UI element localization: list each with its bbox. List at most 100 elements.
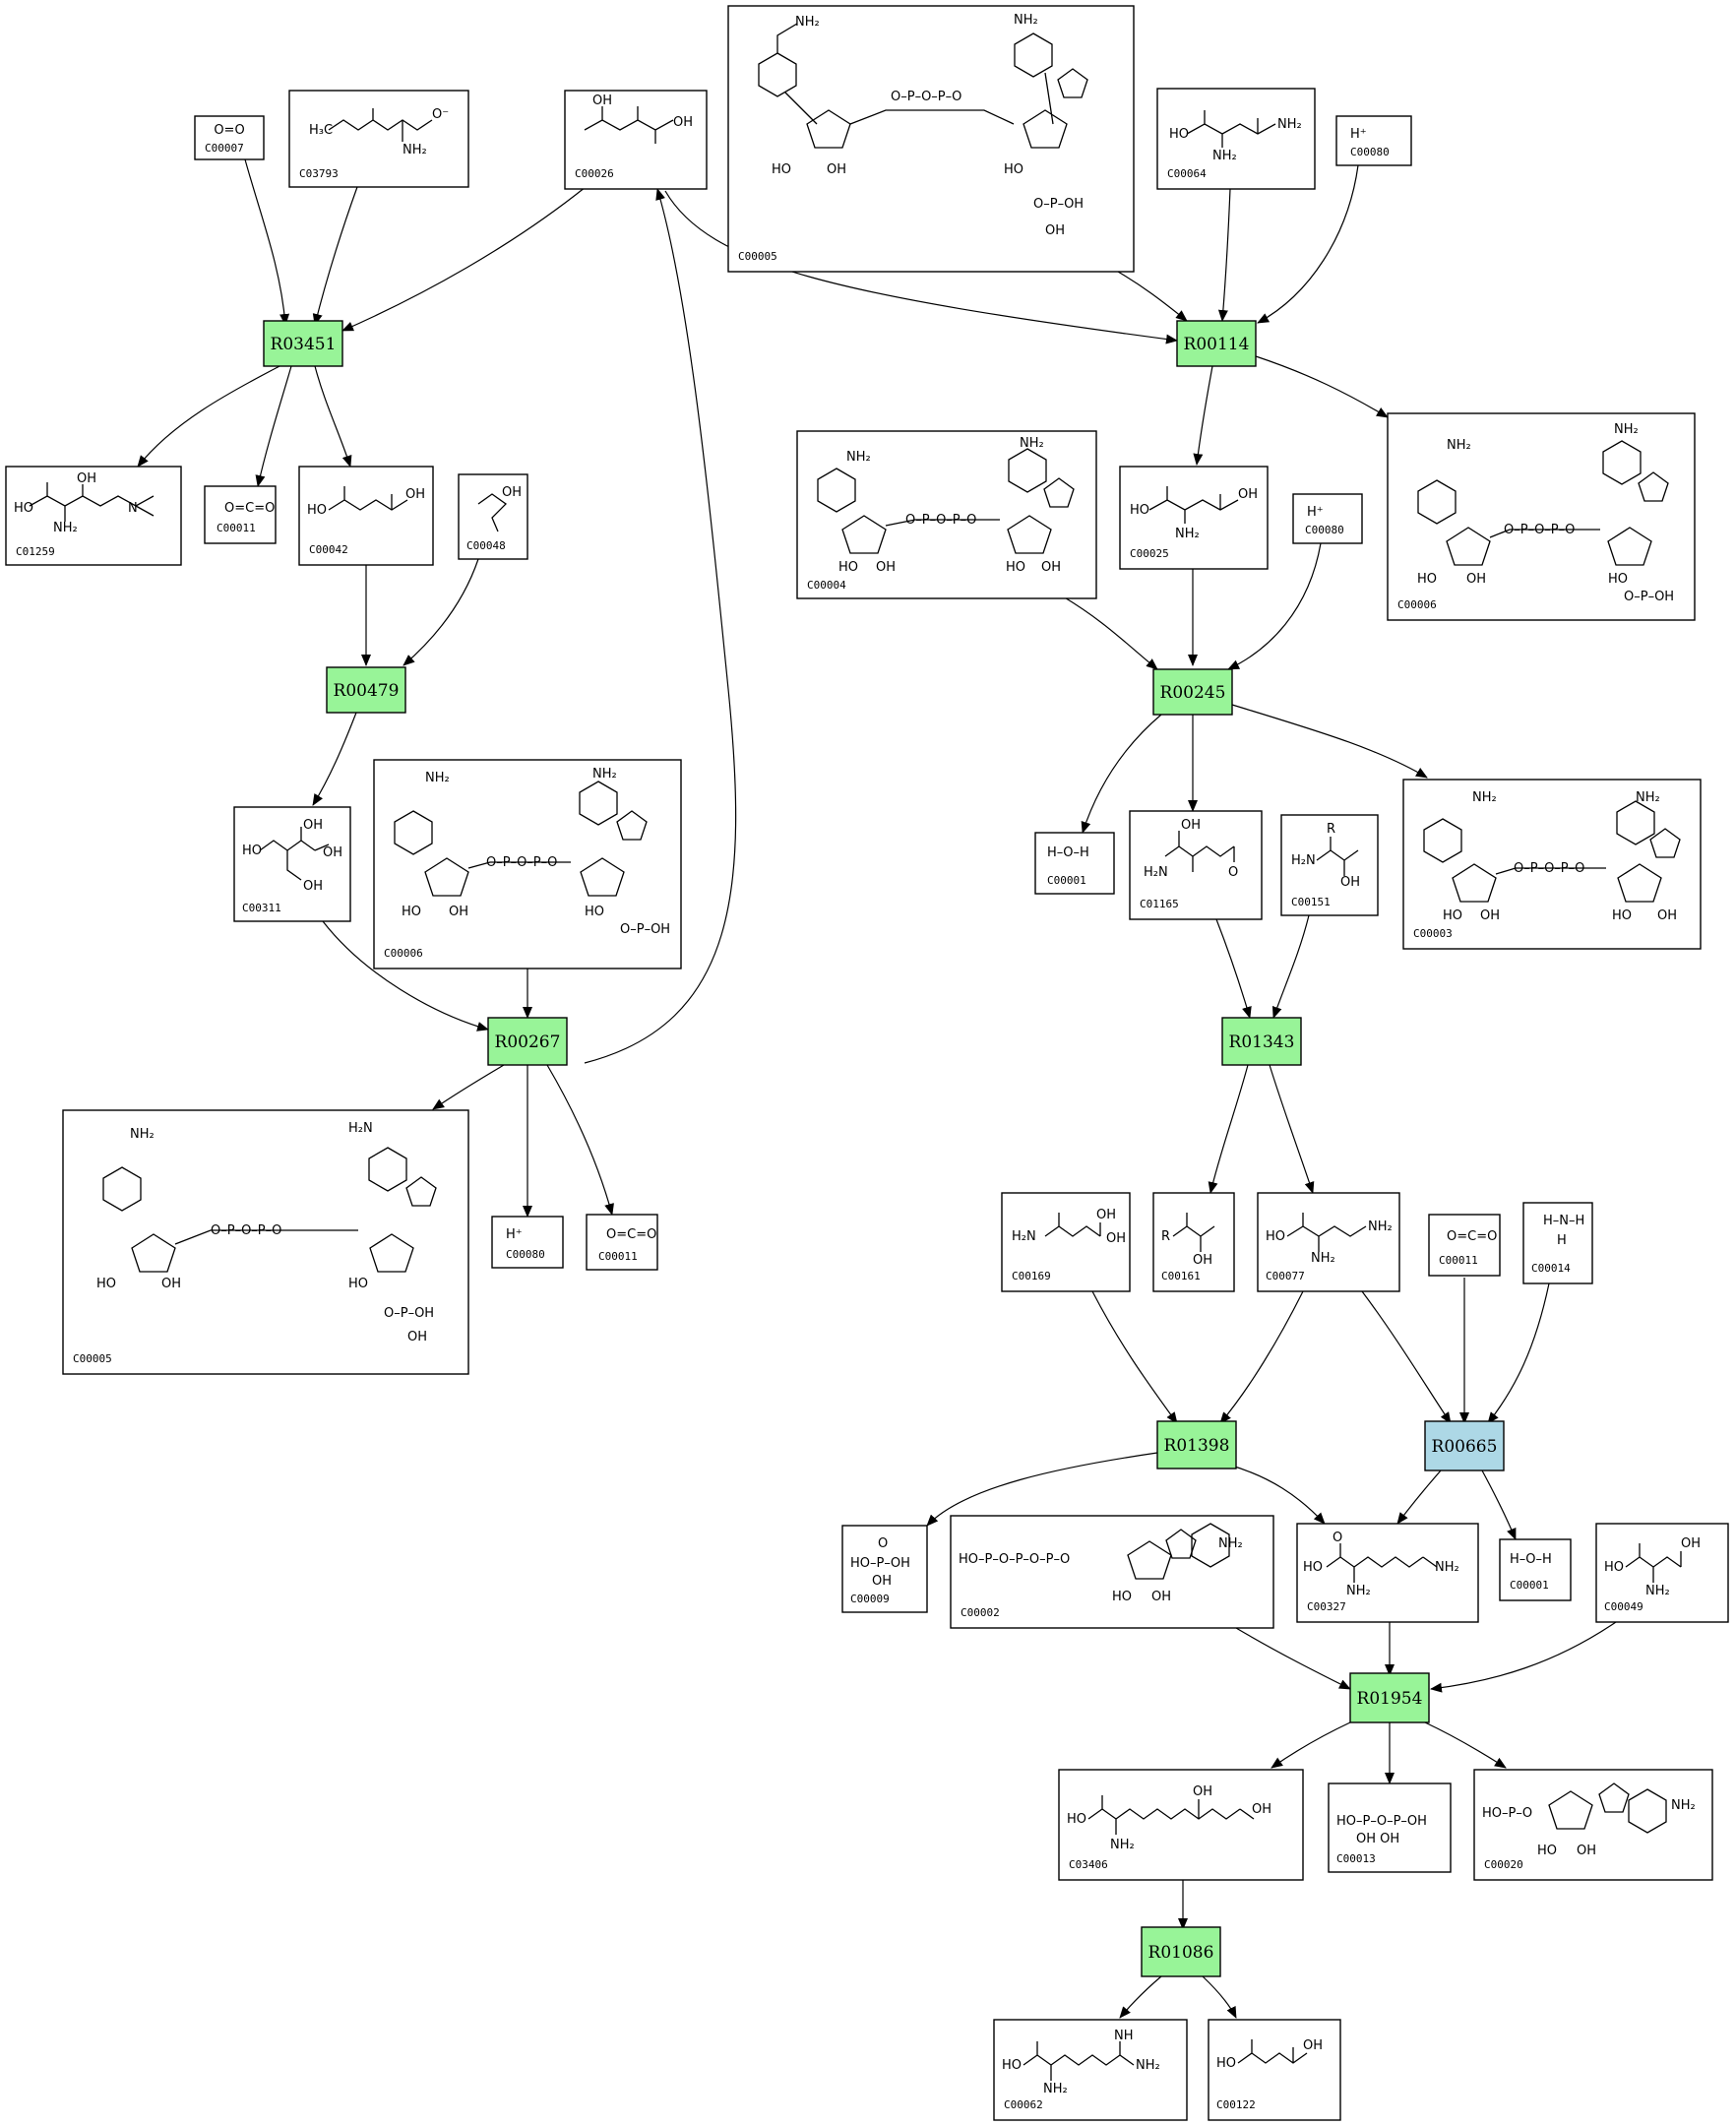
compound-node[interactable]: HO OH NH₂ C00049 — [1595, 1523, 1729, 1623]
compound-node[interactable]: HO NH₂ OH OH C03406 — [1058, 1769, 1304, 1881]
svg-text:C00020: C00020 — [1484, 1858, 1523, 1871]
svg-text:NH₂: NH₂ — [425, 771, 450, 785]
svg-text:NH₂: NH₂ — [1277, 117, 1302, 132]
reaction-node[interactable]: R00665 — [1424, 1420, 1505, 1471]
svg-text:HO: HO — [1417, 572, 1437, 587]
compound-node[interactable]: HO NH₂ NH NH₂ C00062 — [993, 2019, 1188, 2121]
compound-node[interactable]: O HO–P–OH OH C00009 — [841, 1525, 928, 1613]
svg-text:C00006: C00006 — [1397, 598, 1437, 611]
svg-text:HO: HO — [1443, 908, 1462, 923]
edge-c03793-r03451 — [312, 186, 358, 326]
svg-text:C03406: C03406 — [1069, 1858, 1108, 1871]
svg-text:HO: HO — [1004, 162, 1023, 177]
compound-node[interactable]: OH OH C00026 — [564, 90, 708, 190]
svg-text:HO: HO — [348, 1277, 368, 1291]
svg-text:H–O–H: H–O–H — [1047, 845, 1089, 860]
svg-text:C00005: C00005 — [738, 250, 777, 263]
edge-r00267-c00011 — [546, 1064, 614, 1216]
compound-node[interactable]: R OH C00161 — [1152, 1192, 1235, 1292]
reaction-node[interactable]: R01398 — [1156, 1420, 1237, 1469]
compound-nodes: O=O C00007 H₃C O⁻ NH₂ C03793 OH OH C0002… — [5, 5, 1729, 2121]
compound-node[interactable]: NH₂ NH₂ O–P–O–P–O HO OH HO OH C00003 — [1402, 779, 1702, 950]
svg-text:NH₂: NH₂ — [846, 450, 871, 465]
svg-text:NH₂: NH₂ — [1175, 527, 1200, 541]
compound-node[interactable]: HO–P–O–P–OH OH OH C00013 — [1328, 1782, 1452, 1873]
compound-node[interactable]: OH C00048 — [458, 473, 528, 560]
svg-text:R00245: R00245 — [1160, 683, 1226, 703]
compound-node[interactable]: H₃C O⁻ NH₂ C03793 — [288, 90, 469, 188]
reaction-node[interactable]: R01086 — [1141, 1926, 1221, 1977]
svg-text:HO: HO — [838, 560, 858, 575]
edge-r00267-c00005 — [432, 1064, 505, 1110]
svg-text:OH: OH — [1181, 818, 1201, 833]
compound-node[interactable]: NH₂ NH₂ O–P–O–P–O HO OH HO O–P–OH C00006 — [1387, 412, 1696, 621]
svg-text:C00026: C00026 — [575, 167, 614, 180]
compound-node[interactable]: HO NH₂ OH N C01259 — [5, 466, 182, 566]
svg-text:H₂N: H₂N — [1012, 1229, 1036, 1244]
compound-node[interactable]: HO–P–O NH₂ HO OH C00020 — [1473, 1769, 1713, 1881]
compound-node[interactable]: HO NH₂ NH₂ C00064 — [1156, 88, 1316, 190]
reaction-node[interactable]: R00479 — [326, 666, 406, 714]
edge-r00245-c00001 — [1081, 714, 1162, 834]
reaction-node[interactable]: R01954 — [1349, 1672, 1430, 1723]
reaction-node[interactable]: R00267 — [487, 1017, 568, 1066]
compound-node[interactable]: HO O NH₂ NH₂ C00327 — [1296, 1523, 1479, 1623]
compound-node[interactable]: NH₂ NH₂ O–P–O–P–O HO OH HO O–P–OH C00006 — [373, 759, 682, 969]
svg-text:HO: HO — [1612, 908, 1632, 923]
svg-text:C00122: C00122 — [1216, 2098, 1256, 2111]
compound-node[interactable]: NH₂ NH₂ O–P–O–P–O HO OH HO O–P–OH OH C00… — [727, 5, 1135, 273]
compound-node[interactable]: HO OH OH OH C00311 — [233, 806, 351, 922]
compound-node[interactable]: HO NH₂ NH₂ C00077 — [1257, 1192, 1400, 1292]
svg-text:R01086: R01086 — [1148, 1943, 1214, 1963]
compound-node[interactable]: H⁺ C00080 — [491, 1216, 564, 1269]
compound-node[interactable]: HO OH NH₂ C00025 — [1119, 466, 1269, 570]
edge-c00004-r00245 — [1062, 595, 1158, 670]
compound-node[interactable]: H–O–H C00001 — [1499, 1538, 1572, 1601]
compound-node[interactable]: H⁺ C00080 — [1292, 493, 1363, 544]
svg-text:OH: OH — [1193, 1784, 1212, 1799]
svg-text:C00004: C00004 — [807, 579, 846, 592]
compound-node[interactable]: HO OH C00042 — [298, 466, 434, 566]
reaction-node[interactable]: R01343 — [1221, 1017, 1302, 1066]
compound-node[interactable]: HO–P–O–P–O–P–O NH₂ HO OH C00002 — [950, 1515, 1274, 1629]
svg-text:C01259: C01259 — [16, 545, 55, 558]
compound-node[interactable]: H–N–H H C00014 — [1522, 1202, 1593, 1284]
compound-node[interactable]: O=C=O C00011 — [1428, 1214, 1501, 1277]
compound-node[interactable]: R H₂N OH C00151 — [1280, 814, 1379, 916]
edges — [137, 158, 1617, 2019]
compound-node[interactable]: O=C=O C00011 — [204, 485, 277, 544]
svg-text:C00001: C00001 — [1510, 1579, 1549, 1592]
svg-text:NH₂: NH₂ — [592, 767, 617, 782]
reaction-node[interactable]: R03451 — [263, 320, 343, 367]
svg-text:HO–P–O–P–O–P–O: HO–P–O–P–O–P–O — [959, 1552, 1070, 1567]
svg-text:C00327: C00327 — [1307, 1600, 1346, 1613]
compound-node[interactable]: O=O C00007 — [194, 115, 265, 160]
svg-text:OH: OH — [673, 115, 693, 130]
svg-text:OH: OH — [1193, 1253, 1212, 1268]
svg-text:NH₂: NH₂ — [1110, 1838, 1135, 1852]
compound-node[interactable]: H–O–H C00001 — [1034, 832, 1115, 895]
reaction-node[interactable]: R00114 — [1176, 320, 1257, 367]
compound-node[interactable]: NH₂ NH₂ O–P–O–P–O HO OH HO OH C00004 — [796, 430, 1097, 599]
compound-node[interactable]: H⁺ C00080 — [1335, 115, 1412, 166]
compound-node[interactable]: HO OH C00122 — [1208, 2019, 1341, 2121]
compound-node[interactable]: H₂N OH OH C00169 — [1001, 1192, 1131, 1292]
compound-node[interactable]: OH H₂N O C01165 — [1129, 810, 1263, 920]
edge-r01343-c00161 — [1208, 1064, 1249, 1194]
svg-text:HO: HO — [1216, 2056, 1236, 2071]
edge-r03451-c00042 — [314, 365, 352, 468]
svg-text:O–P–O–P–O: O–P–O–P–O — [211, 1223, 281, 1238]
svg-text:C00042: C00042 — [309, 543, 348, 556]
edge-r00665-c00001 — [1481, 1469, 1517, 1540]
svg-text:HO: HO — [402, 905, 421, 919]
svg-text:N: N — [128, 501, 138, 516]
compound-node[interactable]: O=C=O C00011 — [586, 1214, 658, 1271]
compound-node[interactable]: NH₂ H₂N O–P–O–P–O HO OH HO O–P–OH OH C00… — [62, 1109, 469, 1375]
svg-text:HO: HO — [1002, 2058, 1022, 2073]
reaction-node[interactable]: R00245 — [1152, 668, 1233, 716]
svg-text:HO: HO — [772, 162, 791, 177]
svg-text:NH₂: NH₂ — [1136, 2058, 1160, 2073]
edge-c00005-r00114 — [1117, 271, 1188, 322]
edge-c00311-r00267 — [322, 920, 489, 1032]
svg-text:C00151: C00151 — [1291, 896, 1331, 908]
